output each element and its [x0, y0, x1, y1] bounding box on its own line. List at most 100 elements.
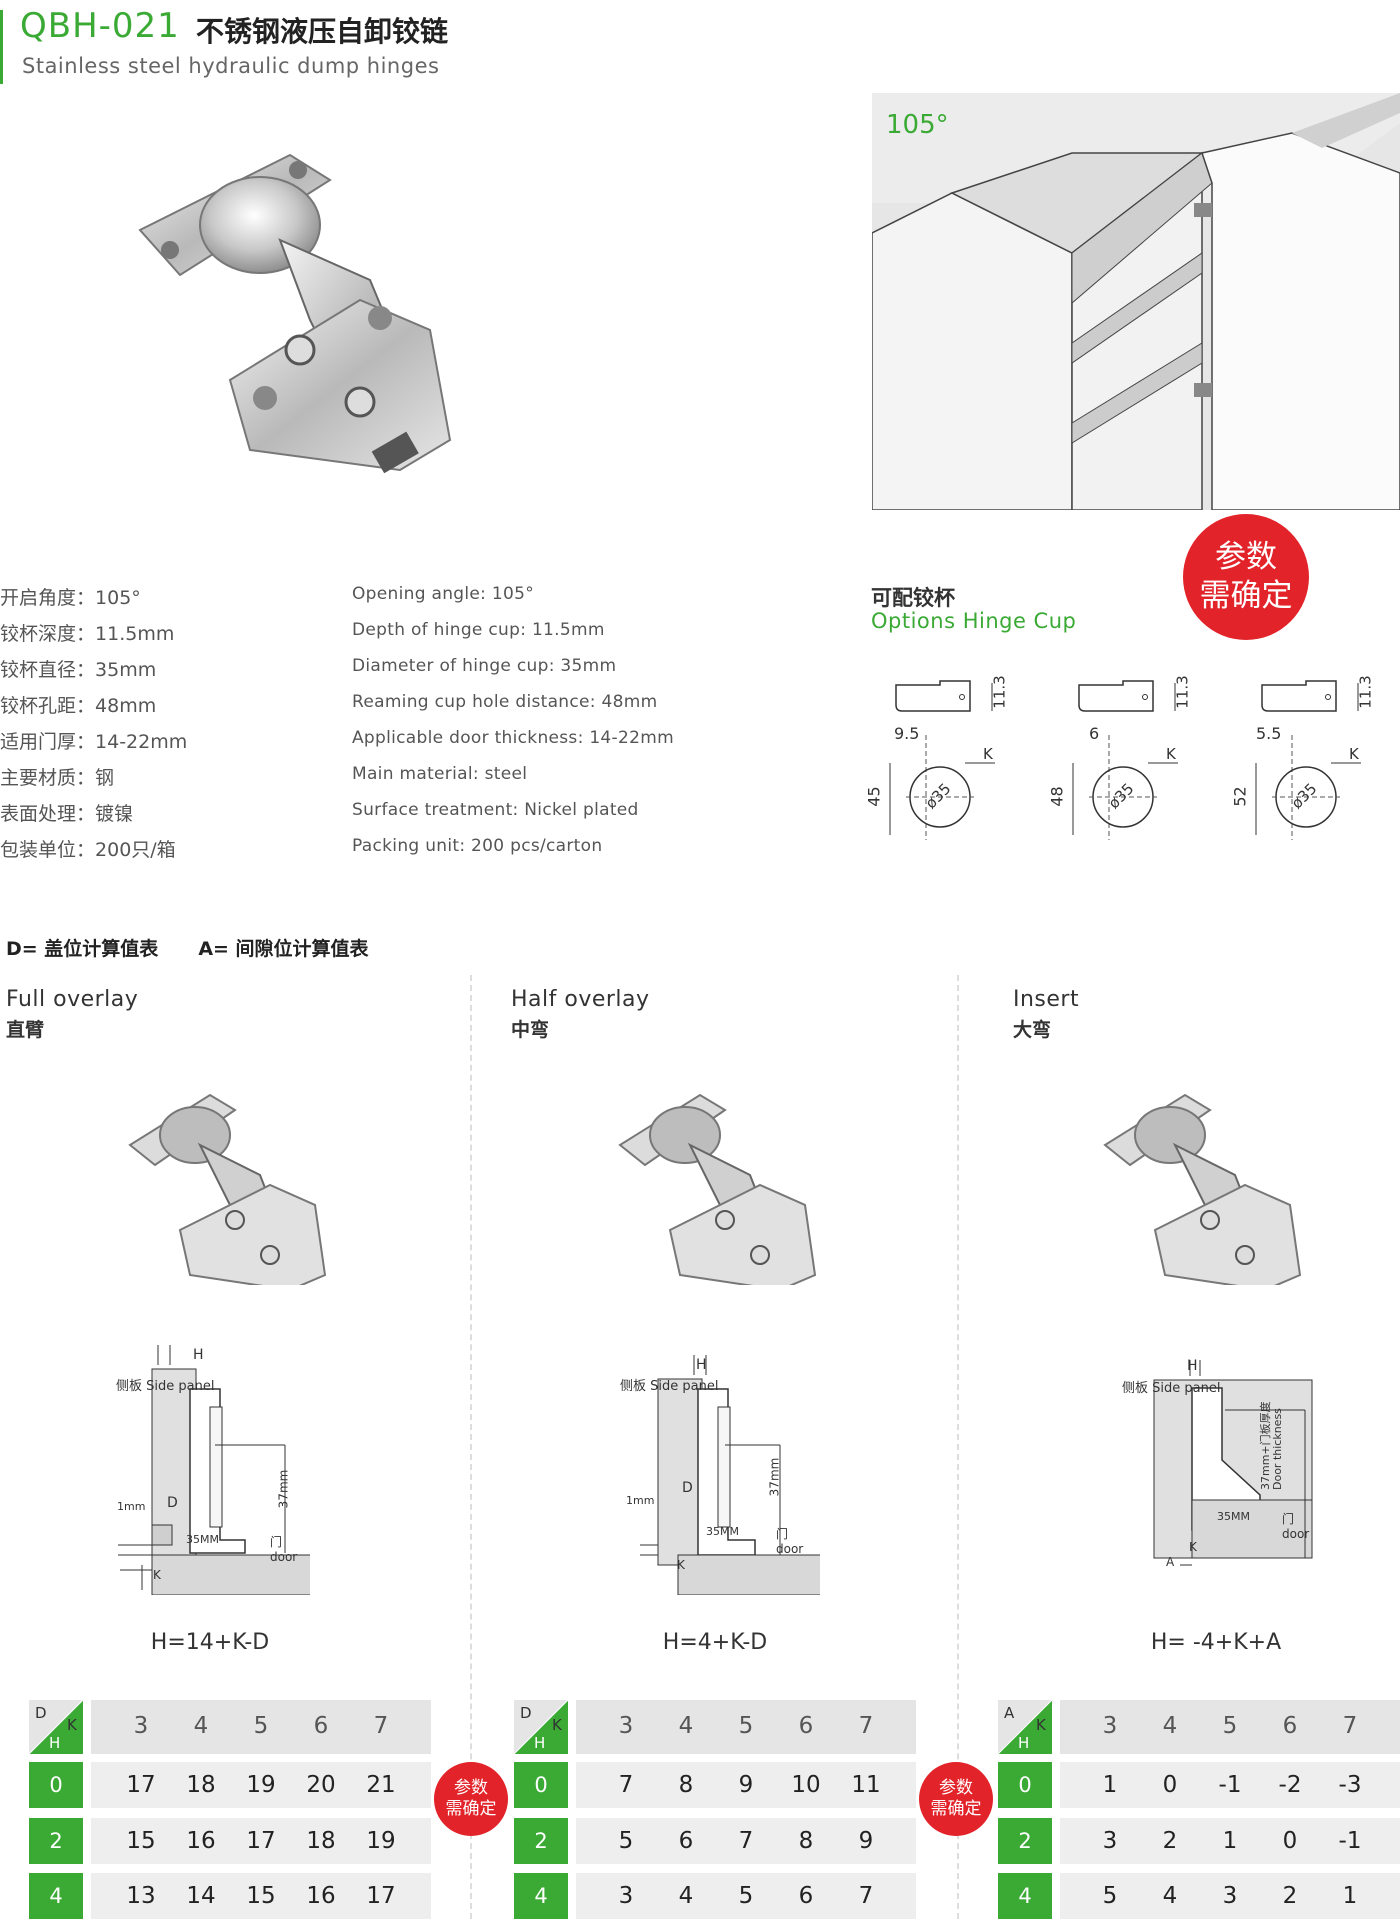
table-cell: 10 — [791, 1772, 821, 1798]
k-value: 6 — [313, 1713, 329, 1739]
spec-en-5: Main material: steel — [352, 764, 528, 784]
h-value: 2 — [514, 1818, 568, 1864]
table-row — [1060, 1762, 1400, 1808]
cup-distance-label: 35MM — [186, 1533, 219, 1546]
insert-formula: H= -4+K+A — [1150, 1630, 1282, 1655]
table-cell: 3 — [618, 1883, 634, 1909]
insert-hinge-image — [1103, 1093, 1302, 1285]
spec-en-2: Diameter of hinge cup: 35mm — [352, 656, 617, 676]
table-cell: 13 — [126, 1883, 156, 1909]
table-row — [576, 1873, 916, 1919]
h-dimension-label: H — [193, 1347, 204, 1363]
gap-label: 1mm — [117, 1500, 146, 1513]
hinge-product-image — [138, 153, 452, 474]
product-title-cn: 不锈钢液压自卸铰链 — [196, 15, 449, 48]
full-overlay-hinge-image — [128, 1093, 327, 1285]
table-cell: 3 — [1222, 1883, 1238, 1909]
table-cell: 3 — [1102, 1828, 1118, 1854]
cabinet-scene-image — [872, 93, 1400, 510]
table-cell: 21 — [366, 1772, 396, 1798]
spec-en-1: Depth of hinge cup: 11.5mm — [352, 620, 605, 640]
table-cell: 15 — [126, 1828, 156, 1854]
table-cell: 17 — [126, 1772, 156, 1798]
table-cell: 7 — [618, 1772, 634, 1798]
h-value: 2 — [998, 1818, 1052, 1864]
side-panel-label: 侧板 Side panel — [116, 1379, 215, 1394]
cup-drawing — [889, 680, 995, 840]
full-overlay-installation-diagram — [118, 1345, 310, 1595]
insert-installation-diagram — [1153, 1360, 1313, 1566]
table-corner: D K H — [514, 1700, 568, 1754]
table-cell: 5 — [738, 1883, 754, 1909]
spec-en-0: Opening angle: 105° — [352, 584, 535, 604]
table-cell: 7 — [738, 1828, 754, 1854]
table-cell: 5 — [1102, 1883, 1118, 1909]
insert-title-en: Insert — [1013, 987, 1080, 1012]
cup-k-label: K — [983, 745, 993, 763]
d-dimension-label: D — [682, 1480, 693, 1496]
table-row — [1060, 1818, 1400, 1864]
k-value: 7 — [1342, 1713, 1358, 1739]
cup-offset-label: 9.5 — [894, 724, 920, 743]
cup-depth-label: 11.3 — [1173, 675, 1192, 709]
h-dimension-label: H — [696, 1357, 707, 1373]
product-title-en: Stainless steel hydraulic dump hinges — [22, 54, 440, 78]
cup-option-3: 11.3 5.5 K 52 ø35 — [1231, 675, 1396, 850]
table-cell: 11 — [851, 1772, 881, 1798]
spec-en-4: Applicable door thickness: 14-22mm — [352, 728, 674, 748]
half-overlay-hinge-image — [618, 1093, 817, 1285]
spec-cn-4: 适用门厚：14-22mm — [0, 731, 188, 753]
table-cell: 0 — [1282, 1828, 1298, 1854]
k-dimension-label: K — [677, 1558, 685, 1572]
cup-distance-label: 48 — [1047, 786, 1067, 807]
side-panel-label: 侧板 Side panel — [620, 1379, 719, 1394]
table-row — [91, 1762, 431, 1808]
table-cell: 17 — [246, 1828, 276, 1854]
side-panel-label: 侧板 Side panel — [1122, 1381, 1221, 1396]
table-cell: 16 — [306, 1883, 336, 1909]
insert-title-cn: 大弯 — [1013, 1019, 1052, 1041]
spec-cn-5: 主要材质：钢 — [0, 767, 115, 789]
spec-en-7: Packing unit: 200 pcs/carton — [352, 836, 603, 856]
h-value: 0 — [514, 1762, 568, 1808]
table-cell: 19 — [246, 1772, 276, 1798]
table-corner: D K H — [29, 1700, 83, 1754]
table-cell: 5 — [618, 1828, 634, 1854]
full-overlay-formula: H=14+K-D — [150, 1630, 270, 1655]
table-row — [1060, 1873, 1400, 1919]
k-value: 3 — [1102, 1713, 1118, 1739]
half-overlay-table: D K H 3 4 5 6 7 0 7 8 9 10 11 2 5 6 7 8 … — [514, 1700, 916, 1919]
k-value: 3 — [618, 1713, 634, 1739]
spec-cn-2: 铰杯直径：35mm — [0, 659, 157, 681]
column-divider — [957, 975, 959, 1919]
spec-cn-0: 开启角度：105° — [0, 587, 141, 609]
cup-depth-label: 11.3 — [1356, 675, 1375, 709]
spec-cn-1: 铰杯深度：11.5mm — [0, 623, 175, 645]
table-cell: 8 — [798, 1828, 814, 1854]
table-cell: 4 — [1162, 1883, 1178, 1909]
spec-cn-3: 铰杯孔距：48mm — [0, 695, 157, 717]
insert-table: A K H 3 4 5 6 7 0 1 0 -1 -2 -3 2 3 2 1 0… — [998, 1700, 1400, 1919]
k-dimension-label: K — [153, 1568, 161, 1582]
table-cell: 8 — [678, 1772, 694, 1798]
table-cell: 18 — [186, 1772, 216, 1798]
table-header — [91, 1700, 431, 1754]
table-cell: 9 — [858, 1828, 874, 1854]
table-cell: 1 — [1102, 1772, 1118, 1798]
h-value: 0 — [29, 1762, 83, 1808]
cup-depth-label: 11.3 — [990, 675, 1009, 709]
h-value: 4 — [998, 1873, 1052, 1919]
k-value: 7 — [858, 1713, 874, 1739]
table-cell: -1 — [1218, 1772, 1242, 1798]
cup-distance-label: 35MM — [706, 1525, 739, 1538]
spec-en-3: Reaming cup hole distance: 48mm — [352, 692, 658, 712]
h-value: 4 — [514, 1873, 568, 1919]
table-cell: -3 — [1338, 1772, 1362, 1798]
gap-label: 1mm — [626, 1494, 655, 1507]
table-cell: 6 — [798, 1883, 814, 1909]
table-cell: 4 — [678, 1883, 694, 1909]
cup-k-label: K — [1349, 745, 1359, 763]
table-cell: 15 — [246, 1883, 276, 1909]
